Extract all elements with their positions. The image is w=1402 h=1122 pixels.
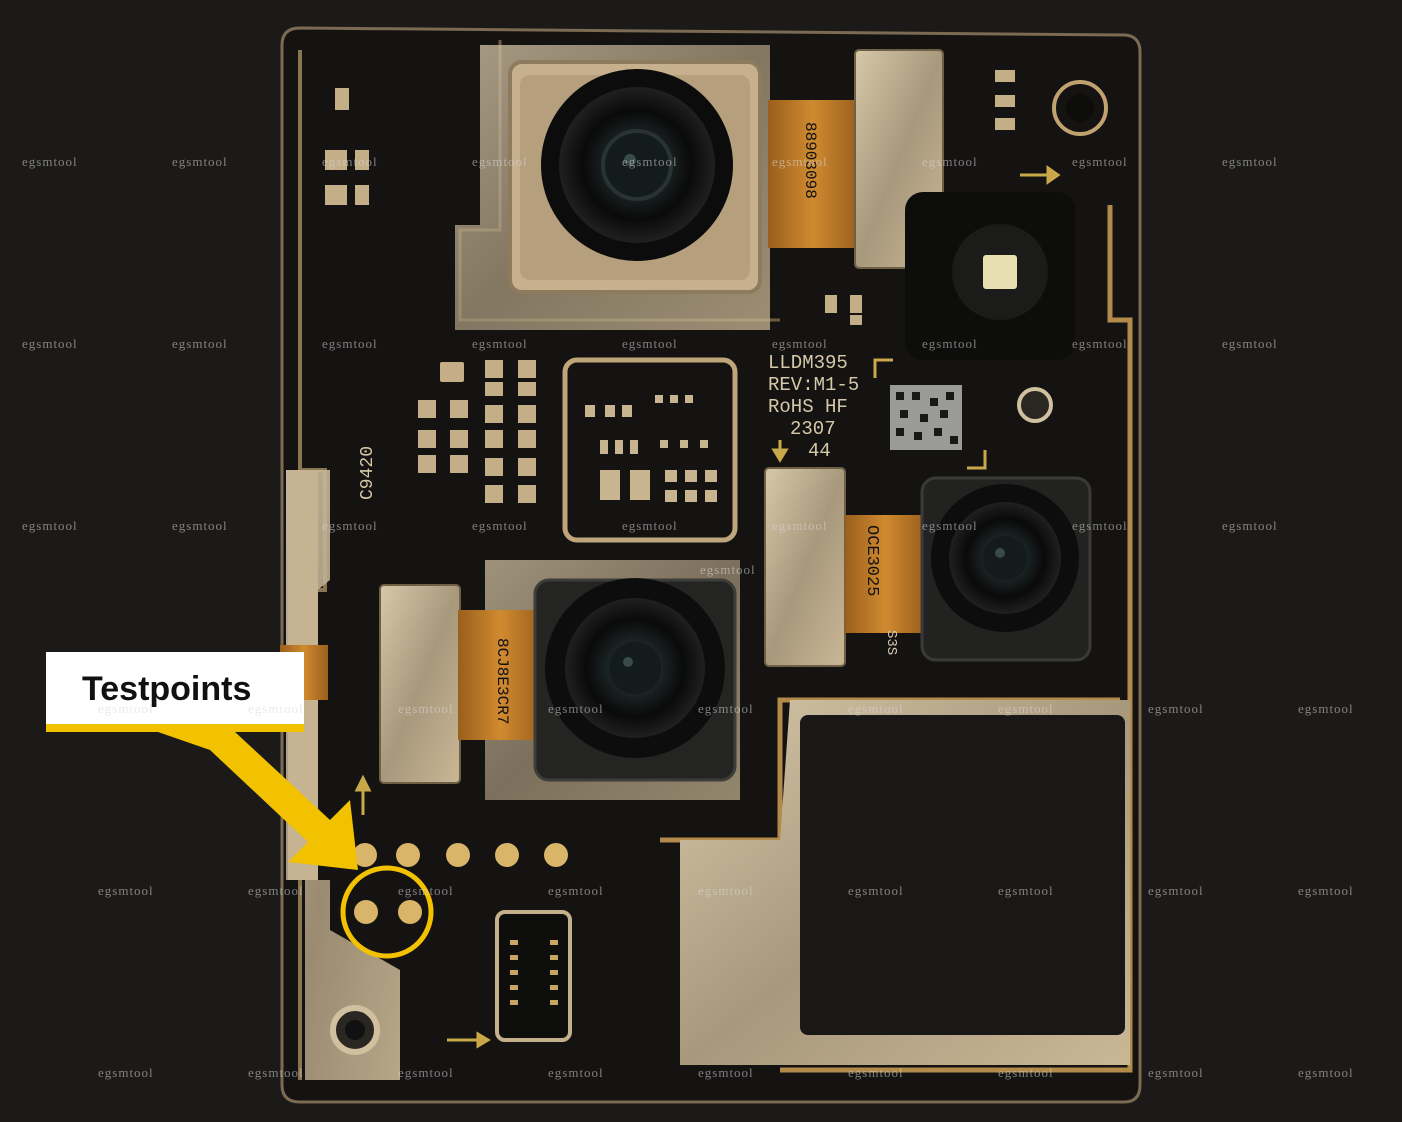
watermark: egsmtool [472, 518, 528, 533]
watermark: egsmtool [922, 518, 978, 533]
watermark: egsmtool [700, 562, 756, 577]
watermark: egsmtool [1148, 701, 1204, 716]
watermark: egsmtool [698, 1065, 754, 1080]
watermark: egsmtool [1072, 336, 1128, 351]
watermark: egsmtool [772, 518, 828, 533]
watermark: egsmtool [1072, 154, 1128, 169]
watermark: egsmtool [322, 336, 378, 351]
watermark: egsmtool [622, 336, 678, 351]
watermark: egsmtool [172, 336, 228, 351]
watermark: egsmtool [472, 336, 528, 351]
watermark: egsmtool [772, 336, 828, 351]
watermark: egsmtool [98, 883, 154, 898]
watermark: egsmtool [548, 883, 604, 898]
watermark: egsmtool [998, 701, 1054, 716]
watermark: egsmtool [322, 154, 378, 169]
watermark: egsmtool [622, 518, 678, 533]
testpoints-label: Testpoints [82, 670, 252, 708]
watermark: egsmtool [172, 518, 228, 533]
passive-components [325, 70, 1015, 503]
watermark: egsmtool [22, 336, 78, 351]
watermark: egsmtool [698, 701, 754, 716]
callout-arrow [158, 732, 358, 870]
watermark: egsmtool [248, 701, 304, 716]
watermark: egsmtool [398, 1065, 454, 1080]
watermark: egsmtool [1148, 883, 1204, 898]
watermark: egsmtool [98, 1065, 154, 1080]
watermark: egsmtool [98, 701, 154, 716]
silk-lot: 44 [808, 440, 831, 462]
watermark: egsmtool [998, 1065, 1054, 1080]
silk-main-flex: 88903098 [801, 122, 819, 199]
testpoints-callout: Testpoints [46, 652, 304, 732]
flash-led [905, 80, 1108, 360]
watermark: egsmtool [1148, 1065, 1204, 1080]
watermark: egsmtool [848, 701, 904, 716]
silk-right-tag: S3S [883, 630, 899, 655]
datamatrix-code [873, 358, 1053, 470]
watermark: egsmtool [1072, 518, 1128, 533]
silk-date-code: 2307 [790, 418, 836, 440]
watermark: egsmtool [922, 154, 978, 169]
watermark: egsmtool [998, 883, 1054, 898]
watermark: egsmtool [22, 518, 78, 533]
watermark: egsmtool [622, 154, 678, 169]
watermark: egsmtool [248, 1065, 304, 1080]
shield-right [680, 700, 1130, 1065]
watermark: egsmtool [548, 1065, 604, 1080]
silk-model: LLDM395 [768, 352, 848, 374]
watermark: egsmtool [548, 701, 604, 716]
watermark: egsmtool [1222, 154, 1278, 169]
watermark: egsmtool [472, 154, 528, 169]
silk-designator: C9420 [358, 446, 378, 500]
board-connector [495, 910, 572, 1042]
watermark: egsmtool [248, 883, 304, 898]
chip-frame [562, 357, 738, 543]
watermark: egsmtool [848, 883, 904, 898]
watermark: egsmtool [1222, 336, 1278, 351]
silk-rev: REV:M1-5 [768, 374, 859, 396]
watermark: egsmtool [848, 1065, 904, 1080]
watermark: egsmtool [322, 518, 378, 533]
lower-camera [280, 560, 740, 800]
watermark: egsmtool [772, 154, 828, 169]
silk-right-flex: OCE3025 [862, 525, 881, 596]
watermark: egsmtool [1298, 883, 1354, 898]
main-camera [455, 45, 770, 330]
test-pads [353, 843, 568, 924]
ring-highlight-icon [340, 865, 434, 959]
arrow-icon [354, 165, 1061, 1049]
watermark: egsmtool [398, 883, 454, 898]
watermark: egsmtool [1298, 1065, 1354, 1080]
silk-rohs: RoHS HF [768, 396, 848, 418]
watermark: egsmtool [398, 701, 454, 716]
watermark: egsmtool [698, 883, 754, 898]
right-camera [764, 467, 1092, 667]
silk-lower-flex: 8CJ8E3CR7 [493, 638, 511, 724]
watermark: egsmtool [22, 154, 78, 169]
watermark: egsmtool [1222, 518, 1278, 533]
watermark: egsmtool [1298, 701, 1354, 716]
watermark: egsmtool [172, 154, 228, 169]
watermark: egsmtool [922, 336, 978, 351]
